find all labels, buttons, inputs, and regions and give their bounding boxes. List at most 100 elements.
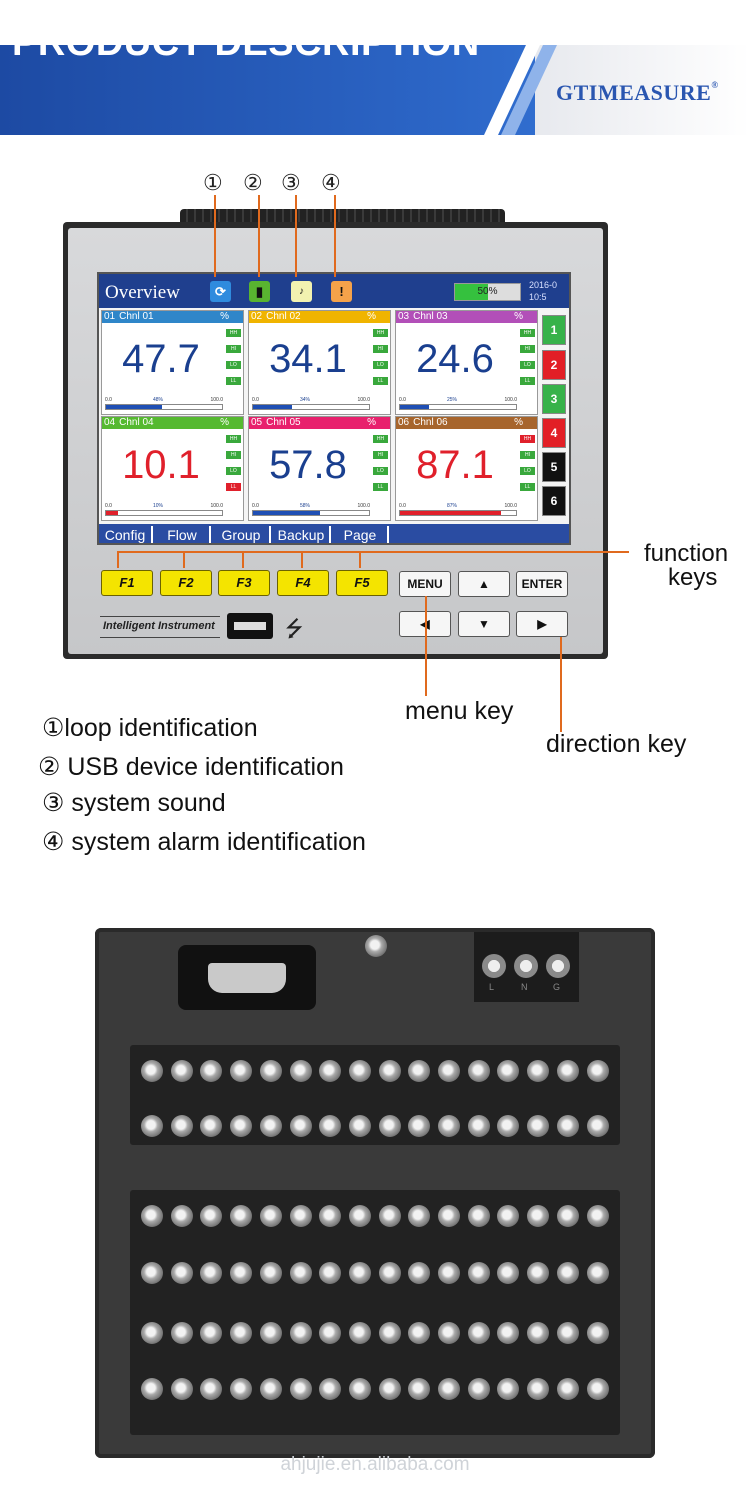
terminal-screw: [527, 1378, 550, 1400]
alarm-indicator: HI: [226, 345, 241, 353]
down-key[interactable]: ▼: [458, 611, 510, 637]
group-button-3[interactable]: 3: [542, 384, 566, 414]
terminal-screw: [408, 1115, 431, 1137]
terminal-screw: [141, 1115, 163, 1137]
page-title: PRODUCT DESCRIPTION: [12, 22, 480, 64]
terminal-screw: [497, 1115, 520, 1137]
bar-track: [252, 404, 370, 410]
legend-item: ② USB device identification: [38, 753, 344, 781]
group-button-4[interactable]: 4: [542, 418, 566, 448]
right-key[interactable]: ▶: [516, 611, 568, 637]
terminal-screw: [170, 1205, 193, 1227]
up-key[interactable]: ▲: [458, 571, 510, 597]
terminal-screw: [438, 1115, 460, 1137]
sound-icon: ♪: [291, 281, 312, 302]
group-button-2[interactable]: 2: [542, 350, 566, 380]
terminal-screw: [170, 1262, 193, 1284]
f2-key[interactable]: F2: [160, 570, 212, 596]
terminal-screw: [527, 1262, 550, 1284]
terminal-strip-lower: [130, 1190, 620, 1435]
f1-key[interactable]: F1: [101, 570, 153, 596]
scale-min: 0.0: [105, 503, 112, 509]
terminal-screw: [319, 1205, 342, 1227]
group-button-5[interactable]: 5: [542, 452, 566, 482]
scale-max: 100.0: [504, 397, 517, 403]
group-button-1[interactable]: 1: [542, 315, 566, 345]
terminal-screw: [408, 1322, 431, 1344]
function-keys-callout-line: [117, 551, 629, 553]
terminal-screw: [497, 1205, 520, 1227]
alarm-indicator: LL: [373, 483, 388, 491]
channel-value: 57.8: [269, 443, 347, 487]
brand-logo: GTIMEASURE®: [556, 80, 719, 105]
alarm-indicator: LO: [226, 361, 241, 369]
scale-max: 100.0: [357, 503, 370, 509]
tab-group[interactable]: Group: [213, 526, 271, 543]
terminal-screw: [289, 1322, 312, 1344]
alarm-indicator: LL: [520, 377, 535, 385]
terminal-screw: [170, 1378, 193, 1400]
terminal-screw: [497, 1378, 520, 1400]
terminal-screw: [467, 1262, 490, 1284]
serial-port[interactable]: [178, 945, 316, 1010]
channel-unit: %: [514, 417, 523, 428]
terminal-screw: [289, 1378, 312, 1400]
alarm-indicator: LO: [373, 467, 388, 475]
alarm-indicator: HH: [226, 435, 241, 443]
channel-id: 04: [104, 417, 116, 428]
terminal-screw: [586, 1115, 609, 1137]
terminal-label-l: L: [489, 982, 495, 992]
terminal-screw: [170, 1322, 193, 1344]
terminal-screw: [556, 1378, 579, 1400]
bar-percent: 10%: [153, 503, 164, 509]
watermark: ahjujie.en.alibaba.com: [280, 1454, 470, 1475]
terminal-screw: [259, 1262, 282, 1284]
menu-key[interactable]: MENU: [399, 571, 451, 597]
terminal-screw: [170, 1060, 193, 1082]
terminal-screw: [408, 1205, 431, 1227]
terminal-screw: [319, 1115, 342, 1137]
bar-fill: [400, 405, 429, 409]
alarm-indicator: HI: [226, 451, 241, 459]
usb-port[interactable]: [227, 613, 273, 639]
channel-name: Chnl 02: [266, 311, 301, 322]
terminal-screw: [141, 1262, 163, 1284]
terminal-screw: [408, 1060, 431, 1082]
terminal-screw: [200, 1262, 223, 1284]
terminal-screw: [259, 1322, 282, 1344]
scale-min: 0.0: [399, 397, 406, 403]
label-rule: [100, 616, 220, 617]
terminal-screw: [259, 1060, 282, 1082]
alarm-indicator: HH: [520, 435, 535, 443]
tab-page[interactable]: Page: [333, 526, 389, 543]
channel-name: Chnl 03: [413, 311, 448, 322]
panel-screw: [365, 935, 387, 957]
scale-max: 100.0: [504, 503, 517, 509]
alarm-indicator: HI: [373, 451, 388, 459]
tab-backup[interactable]: Backup: [273, 526, 331, 543]
terminal-screw: [467, 1060, 490, 1082]
f5-key[interactable]: F5: [336, 570, 388, 596]
f4-key[interactable]: F4: [277, 570, 329, 596]
bar-fill: [106, 405, 162, 409]
menu-key-callout-line: [425, 596, 427, 696]
enter-key[interactable]: ENTER: [516, 571, 568, 597]
f3-key[interactable]: F3: [218, 570, 270, 596]
channel-unit: %: [220, 311, 229, 322]
terminal-screw: [467, 1115, 490, 1137]
legend-item: ①loop identification: [42, 714, 258, 742]
tab-flow[interactable]: Flow: [155, 526, 211, 543]
group-button-6[interactable]: 6: [542, 486, 566, 516]
tab-config[interactable]: Config: [99, 526, 153, 543]
alarm-indicator: LL: [226, 377, 241, 385]
bar-fill: [106, 511, 118, 515]
